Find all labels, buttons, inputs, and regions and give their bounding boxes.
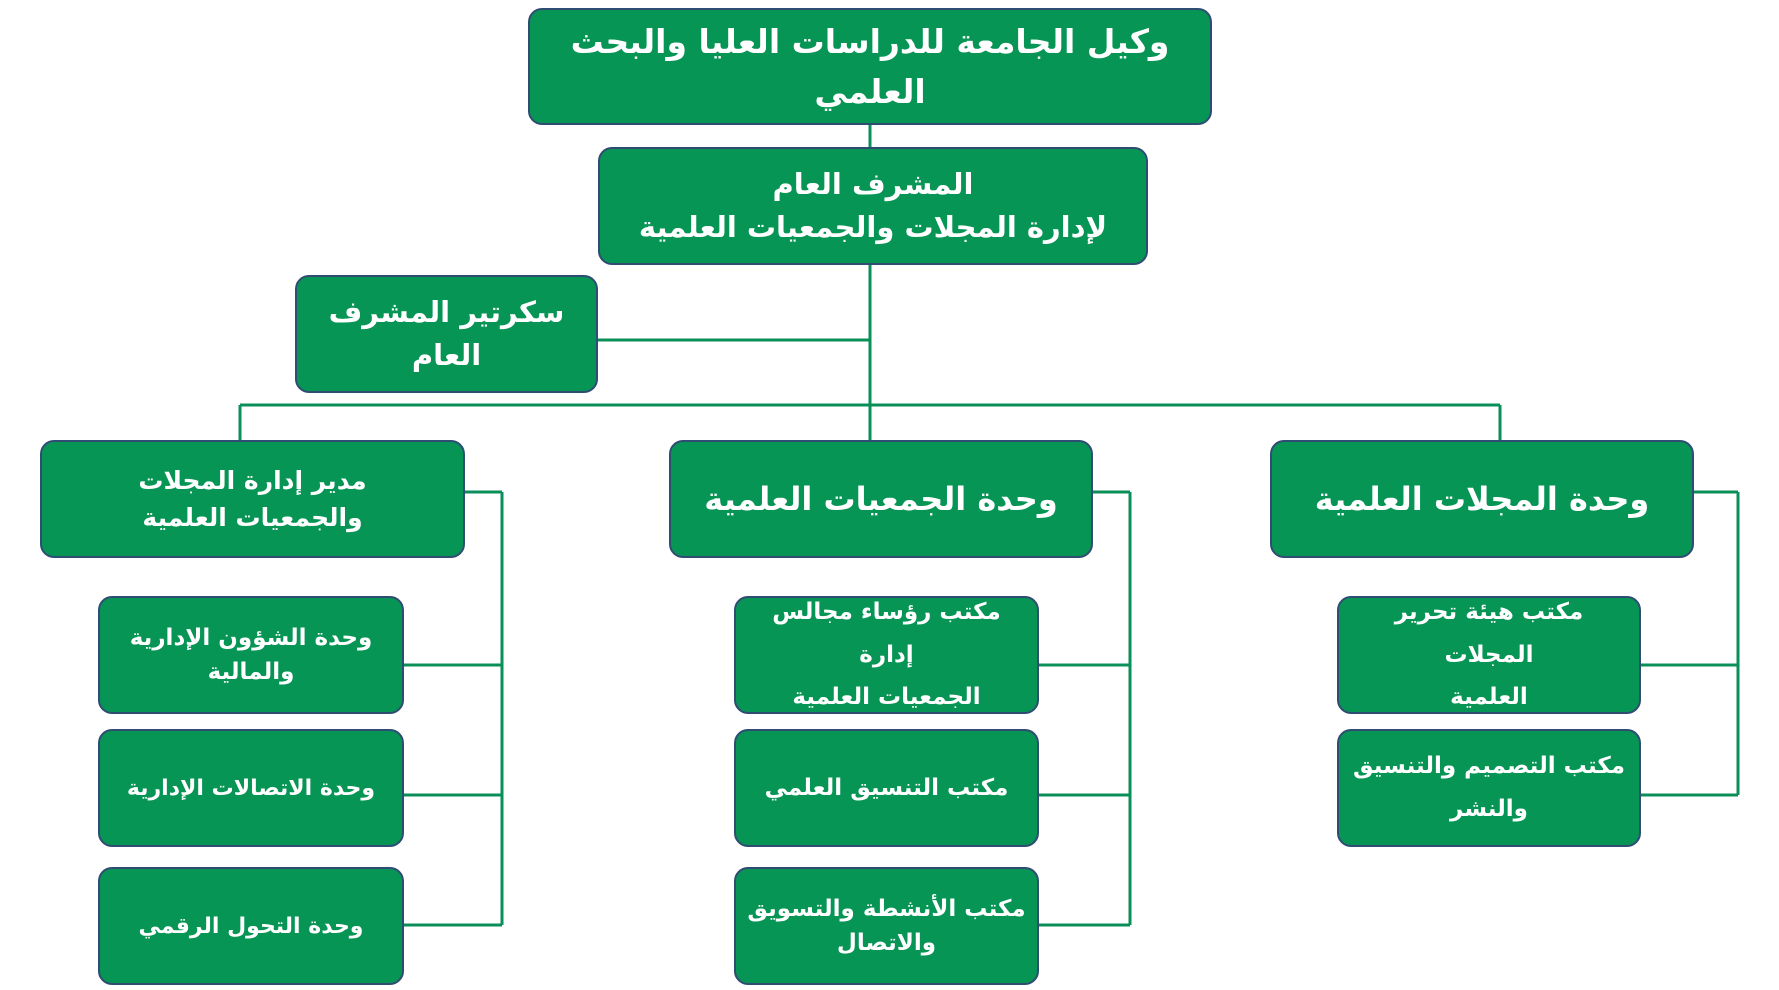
general-supervisor-line1: المشرف العام: [772, 166, 974, 201]
box-journals-office-2: مكتب التصميم والتنسيق والنشر: [1337, 729, 1641, 847]
director-line1: مدير إدارة المجلات: [138, 465, 367, 495]
director-line2: والجمعيات العلمية: [142, 503, 363, 532]
box-director-unit-1: وحدة الشؤون الإدارية والمالية: [98, 596, 404, 714]
box-secretary: سكرتير المشرف العام: [295, 275, 598, 393]
journals-office-1-line2: العلمية: [1450, 684, 1528, 711]
box-director-unit-3: وحدة التحول الرقمي: [98, 867, 404, 985]
director-unit-3-line1: وحدة التحول الرقمي: [138, 913, 364, 939]
director-unit-1-line2: والمالية: [207, 659, 295, 685]
box-director-unit-2: وحدة الاتصالات الإدارية: [98, 729, 404, 847]
box-societies-office-1: مكتب رؤساء مجالس إدارة الجمعيات العلمية: [734, 596, 1039, 714]
box-general-supervisor: المشرف العام لإدارة المجلات والجمعيات ال…: [598, 147, 1148, 265]
box-director: مدير إدارة المجلات والجمعيات العلمية: [40, 440, 465, 558]
box-journals-unit: وحدة المجلات العلمية: [1270, 440, 1694, 558]
journals-office-2-line1: مكتب التصميم والتنسيق: [1353, 753, 1625, 780]
journals-unit-label: وحدة المجلات العلمية: [1314, 480, 1650, 518]
box-vice-rector: وكيل الجامعة للدراسات العليا والبحث العل…: [528, 8, 1212, 125]
societies-unit-label: وحدة الجمعيات العلمية: [704, 480, 1058, 518]
societies-office-1-line2: الجمعيات العلمية: [792, 684, 981, 711]
director-unit-2-line1: وحدة الاتصالات الإدارية: [126, 775, 376, 801]
societies-office-3-line2: والاتصال: [836, 930, 937, 956]
journals-office-2-line2: والنشر: [1450, 796, 1528, 822]
general-supervisor-line2: لإدارة المجلات والجمعيات العلمية: [638, 210, 1108, 244]
societies-office-1-line1: مكتب رؤساء مجالس إدارة: [772, 599, 1001, 668]
box-societies-office-3: مكتب الأنشطة والتسويق والاتصال: [734, 867, 1039, 985]
societies-office-3-line1: مكتب الأنشطة والتسويق: [747, 895, 1026, 922]
box-journals-office-1: مكتب هيئة تحرير المجلات العلمية: [1337, 596, 1641, 714]
box-societies-office-2: مكتب التنسيق العلمي: [734, 729, 1039, 847]
vice-rector-label: وكيل الجامعة للدراسات العليا والبحث العل…: [570, 22, 1170, 111]
director-unit-1-line1: وحدة الشؤون الإدارية: [129, 624, 373, 651]
secretary-label: سكرتير المشرف العام: [328, 294, 565, 373]
journals-office-1-line1: مكتب هيئة تحرير المجلات: [1394, 599, 1584, 668]
box-societies-unit: وحدة الجمعيات العلمية: [669, 440, 1093, 558]
societies-office-2-line1: مكتب التنسيق العلمي: [764, 774, 1009, 801]
